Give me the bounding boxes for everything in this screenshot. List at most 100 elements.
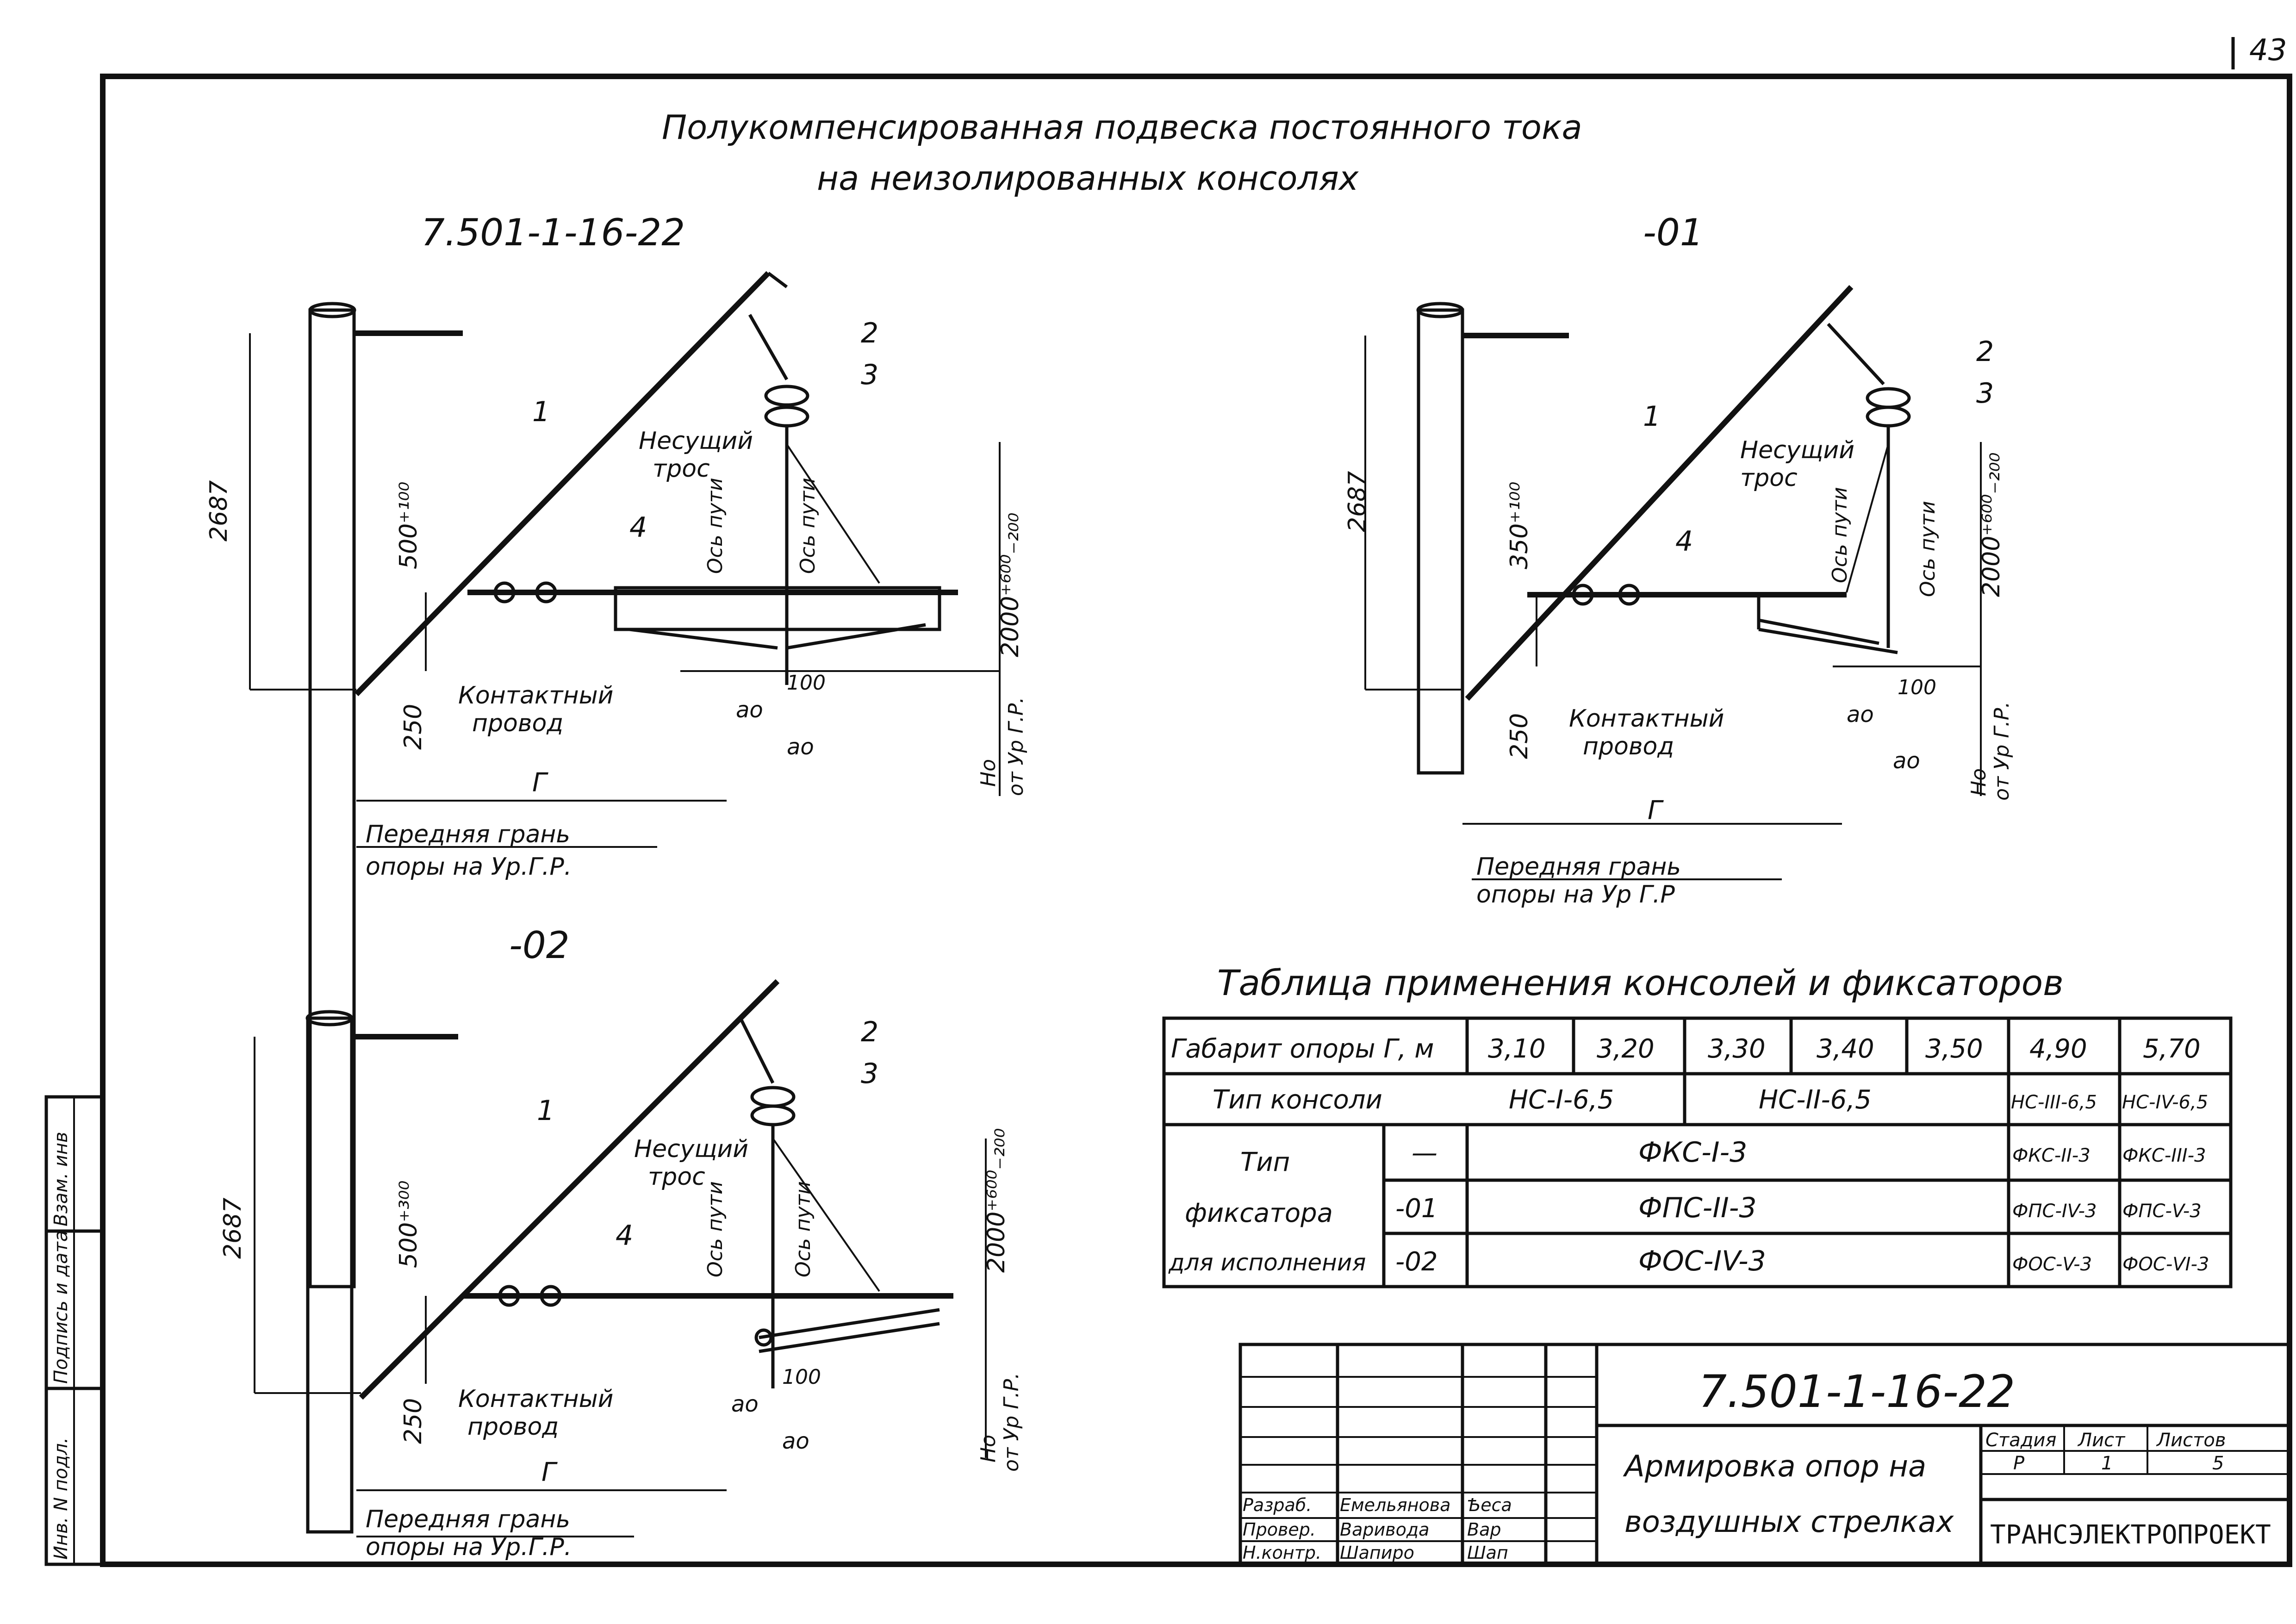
view-02-label-4: 4 [616, 1220, 633, 1252]
stamp-organization: ТРАНСЭЛЕКТРОПРОЕКТ [1990, 1520, 2271, 1550]
stamp-role-2: Н.контр. [1243, 1543, 1321, 1563]
view-02-face-label2: опоры на Ур.Г.Р. [366, 1533, 572, 1561]
table-fix-variant-2: -02 [1395, 1247, 1437, 1277]
view-01-fixator-arm-b [1758, 618, 1879, 645]
view-main-label-1: 1 [532, 396, 550, 428]
view-02-dim-ao1: ao [731, 1391, 759, 1417]
table-fix-variant-1: -01 [1395, 1194, 1437, 1224]
view-02-contact-label1: Контактный [458, 1385, 613, 1413]
table-fix-c49-0: ФКС-II-3 [2012, 1145, 2091, 1166]
stamp-sheet-value: 1 [2101, 1453, 2113, 1474]
view-01-carrier-label2: трос [1740, 464, 1798, 492]
side-stamp-vzam: Взам. инв [50, 1132, 72, 1226]
view-main-designation: 7.501-1-16-22 [421, 211, 685, 254]
table-gabarit-6: 5,70 [2143, 1034, 2201, 1064]
stamp-name-1: Вариводa [1340, 1519, 1429, 1540]
view-main-label-3: 3 [861, 359, 878, 391]
table-fix-main-2: ФОС-IV-3 [1638, 1245, 1766, 1277]
table-console-a: НС-I-6,5 [1509, 1085, 1614, 1115]
view-main-hanger [748, 314, 789, 380]
view-02-axis-a: Ось пути [703, 1181, 727, 1277]
table-fix-c57-2: ФОС-VI-3 [2122, 1254, 2209, 1275]
view-01-contact-label2: провод [1583, 733, 1674, 760]
view-02-contact-label2: провод [467, 1413, 559, 1441]
table-gabarit-label: Габарит опоры Г, м [1171, 1034, 1434, 1064]
table-gabarit-2: 3,30 [1708, 1034, 1766, 1064]
view-main-dim-gamma: Г [532, 768, 548, 798]
side-stamp-podpis: Подпись и дата [50, 1231, 72, 1384]
stamp-sign-2: Шап [1467, 1543, 1508, 1563]
view-01-hanger [1827, 323, 1885, 386]
view-main-carrier-sling [786, 443, 880, 584]
view-main-console-end [767, 272, 788, 288]
view-02-insulator-a [750, 1086, 796, 1108]
view-01-label-4: 4 [1675, 525, 1693, 558]
table-console-d: НС-IV-6,5 [2122, 1092, 2208, 1113]
view-main-insulator-b [764, 405, 809, 428]
stamp-name-line1: Армировка опор на [1623, 1450, 1926, 1484]
stamp-sign-1: Вар [1467, 1519, 1501, 1540]
view-main-dim-ao1: ao [736, 697, 763, 723]
view-01: -01 2687 350⁺¹⁰⁰ 2000⁺⁶⁰⁰₋₂₀₀ 250 100 ao… [1344, 211, 2014, 908]
view-02-dim-right: 2000⁺⁶⁰⁰₋₂₀₀ [983, 1128, 1010, 1273]
view-01-face-label2: опоры на Ур Г.Р [1476, 881, 1675, 908]
view-main-axis-a: Ось пути [703, 478, 727, 574]
table-gabarit-4: 3,50 [1925, 1034, 1983, 1064]
view-01-dim-ao1: ao [1847, 702, 1874, 728]
view-02-fixator-clamp [754, 1328, 773, 1347]
view-02-dim-gamma: Г [541, 1457, 558, 1487]
table-fix-label-3: для исполнения [1168, 1249, 1366, 1276]
view-main-fixator-arm-a [629, 628, 778, 650]
stamp-border [1238, 1343, 2290, 1566]
table-fix-c57-1: ФПС-V-3 [2122, 1201, 2202, 1222]
view-main-label-4: 4 [629, 511, 647, 544]
table-fix-label-2: фиксатора [1185, 1198, 1333, 1228]
stamp-sheets-header: Листов [2156, 1430, 2226, 1451]
view-main-dim-right: 2000⁺⁶⁰⁰₋₂₀₀ [996, 513, 1024, 657]
view-01-pole [1417, 308, 1464, 775]
view-main-contact-label2: провод [472, 709, 563, 737]
view-main-rod-insulator-b [535, 581, 557, 604]
view-02-rod-insulator-a [498, 1285, 520, 1307]
view-02-label-3: 3 [861, 1058, 878, 1090]
stamp-stage-value: Р [2013, 1453, 2025, 1474]
table-fix-c49-2: ФОС-V-3 [2012, 1254, 2092, 1275]
view-01-console [1465, 285, 1854, 701]
title-block: 7.501-1-16-22 Армировка опор на воздушны… [1238, 1343, 2290, 1566]
table-fix-main-1: ФПС-II-3 [1638, 1192, 1757, 1224]
view-main-dim-bottom: 250 [399, 704, 427, 750]
view-01-ho-label2: от Ур Г.Р. [1990, 702, 2014, 801]
view-01-dim-offset: 350⁺¹⁰⁰ [1506, 482, 1533, 569]
view-01-label-2: 2 [1976, 336, 1994, 368]
view-02-fixator-arm-a [759, 1308, 940, 1339]
table-border [1162, 1016, 2233, 1288]
view-02-dim-bottom: 250 [399, 1398, 427, 1444]
view-02: -02 2687 500⁺³⁰⁰ 2000⁺⁶⁰⁰₋₂₀₀ 250 100 ao… [219, 924, 1023, 1561]
view-main-carrier-label2: трос [653, 455, 710, 483]
stamp-role-1: Провер. [1243, 1519, 1316, 1540]
view-01-label-3: 3 [1976, 377, 1994, 410]
view-01-label-1: 1 [1643, 400, 1661, 433]
view-main-rod-insulator-a [493, 581, 516, 604]
view-02-label-1: 1 [537, 1095, 554, 1127]
sheet-number: 43 [2249, 33, 2287, 68]
view-main-label-2: 2 [861, 317, 878, 349]
view-main-pole [308, 308, 356, 1288]
view-01-carrier-sling [1846, 444, 1889, 593]
view-01-dim-height: 2687 [1344, 471, 1371, 532]
table-fix-c49-1: ФПС-IV-3 [2012, 1201, 2097, 1222]
table-fix-label-1: Тип [1240, 1147, 1290, 1177]
view-02-face-label1: Передняя грань [366, 1506, 570, 1533]
view-01-carrier-label1: Несущий [1740, 436, 1854, 464]
table-title: Таблица применения консолей и фиксаторов [1217, 962, 2064, 1003]
view-01-pole-top [1416, 302, 1464, 318]
view-01-insulator-b [1866, 405, 1911, 428]
table-gabarit-0: 3,10 [1488, 1034, 1546, 1064]
view-01-dim-ao2: ao [1893, 748, 1920, 774]
stamp-name-0: Емельянова [1340, 1495, 1450, 1515]
view-main-contact-label1: Контактный [458, 682, 613, 709]
stamp-name-line2: воздушных стрелках [1624, 1505, 1954, 1539]
view-main-pole-top [308, 302, 356, 318]
view-01-axis-a: Ось пути [1828, 487, 1852, 583]
side-stamp: Инв. N подл. Подпись и дата Взам. инв [44, 1095, 105, 1566]
